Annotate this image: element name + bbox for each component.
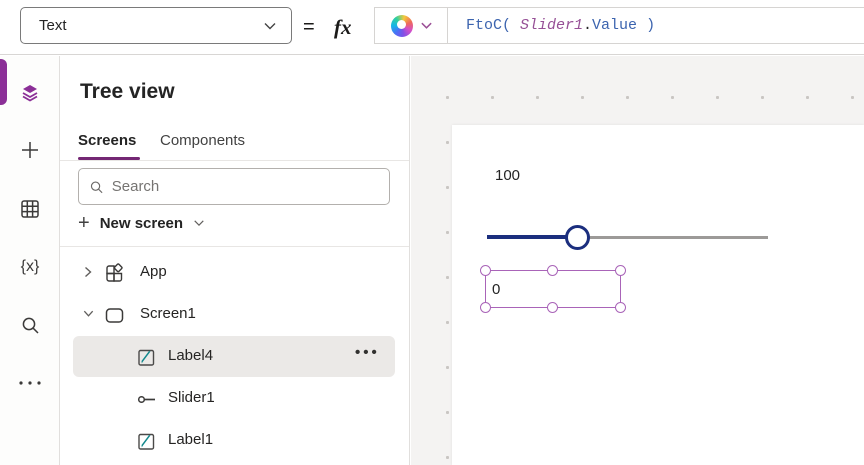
tree-view-panel: Tree view Screens Components + New scree…: [60, 56, 410, 465]
search-rail-button[interactable]: [0, 303, 60, 347]
slider-thumb[interactable]: [565, 225, 590, 250]
property-selector-dropdown[interactable]: Text: [20, 7, 292, 44]
tree-item-label: Label4: [168, 347, 214, 364]
chevron-down-icon: [194, 220, 204, 226]
plus-icon: +: [78, 212, 90, 234]
canvas-workspace[interactable]: 100 0: [411, 56, 864, 465]
copilot-icon: [391, 14, 413, 37]
tree-item-app[interactable]: App: [60, 252, 409, 294]
search-input[interactable]: [111, 178, 379, 195]
more-options-button[interactable]: •••: [355, 344, 380, 361]
tab-components[interactable]: Components: [160, 132, 246, 149]
formula-token-close: ): [637, 17, 656, 34]
resize-handle-top-right[interactable]: [615, 265, 626, 276]
copilot-button[interactable]: [375, 8, 448, 43]
data-rail-button[interactable]: [0, 187, 60, 231]
formula-token-property: Value: [592, 17, 638, 34]
chevron-down-icon: [264, 22, 276, 29]
left-navigation-rail: {x}: [0, 56, 60, 465]
resize-handle-bottom-left[interactable]: [480, 302, 491, 313]
label4-text: 0: [492, 280, 501, 298]
plus-icon: [22, 142, 38, 158]
copilot-chevron-down-icon: [421, 22, 432, 29]
new-screen-button[interactable]: + New screen: [78, 213, 205, 233]
panel-title: Tree view: [80, 80, 175, 103]
tree-item-label: App: [140, 263, 167, 280]
tree-item-slider1[interactable]: Slider1: [60, 378, 409, 420]
slider-track-filled[interactable]: [487, 235, 567, 239]
search-icon: [90, 181, 103, 193]
search-icon: [22, 317, 39, 334]
layers-icon: [22, 85, 38, 102]
formula-bar: FtoC( Slider1.Value ): [374, 7, 864, 44]
more-rail-button[interactable]: [0, 361, 60, 405]
resize-handle-top-center[interactable]: [547, 265, 558, 276]
rail-selected-indicator: [0, 59, 7, 105]
resize-handle-top-left[interactable]: [480, 265, 491, 276]
screen1-canvas[interactable]: 100 0: [452, 125, 864, 465]
formula-token-function: FtoC(: [466, 17, 521, 34]
tree-item-label: Slider1: [168, 389, 215, 406]
variables-icon: {x}: [20, 258, 40, 275]
label-icon: [138, 349, 155, 366]
resize-handle-bottom-right[interactable]: [615, 302, 626, 313]
tree-item-label: Label1: [168, 431, 214, 448]
resize-handle-bottom-center[interactable]: [547, 302, 558, 313]
new-screen-row: + New screen: [60, 211, 409, 247]
tree-view-rail-button[interactable]: [0, 71, 60, 115]
tree-item-label4[interactable]: Label4 •••: [60, 336, 409, 378]
tree-search-box[interactable]: [78, 168, 390, 205]
tree-items: App Screen1 Label4 •••: [60, 252, 409, 462]
chevron-down-icon[interactable]: [82, 307, 95, 320]
formula-token-dot: .: [583, 17, 593, 34]
tree-item-screen1[interactable]: Screen1: [60, 294, 409, 336]
ellipsis-icon: [19, 381, 41, 385]
screen-icon: [105, 308, 124, 323]
fx-icon: fx: [334, 14, 352, 39]
formula-toolbar: Text = fx FtoC( Slider1.Value ): [0, 0, 864, 55]
insert-rail-button[interactable]: [0, 128, 60, 172]
label1-control[interactable]: 100: [495, 167, 521, 184]
formula-token-control: Slider1: [520, 17, 584, 34]
app-icon: [106, 263, 123, 282]
active-tab-indicator: [78, 157, 140, 160]
variables-rail-button[interactable]: {x}: [0, 245, 60, 289]
property-selector-value: Text: [39, 17, 67, 34]
tree-panel-tabs: Screens Components: [60, 128, 409, 161]
chevron-right-icon[interactable]: [82, 265, 94, 279]
label-icon: [138, 433, 155, 450]
tree-item-label1[interactable]: Label1: [60, 420, 409, 462]
formula-input[interactable]: FtoC( Slider1.Value ): [448, 8, 864, 43]
equals-sign: =: [303, 15, 315, 38]
tree-item-label: Screen1: [140, 305, 196, 322]
table-grid-icon: [21, 200, 39, 218]
new-screen-label: New screen: [99, 214, 184, 232]
slider-track-rest[interactable]: [589, 236, 768, 239]
tab-screens[interactable]: Screens: [78, 132, 137, 149]
slider-icon: [137, 395, 155, 404]
